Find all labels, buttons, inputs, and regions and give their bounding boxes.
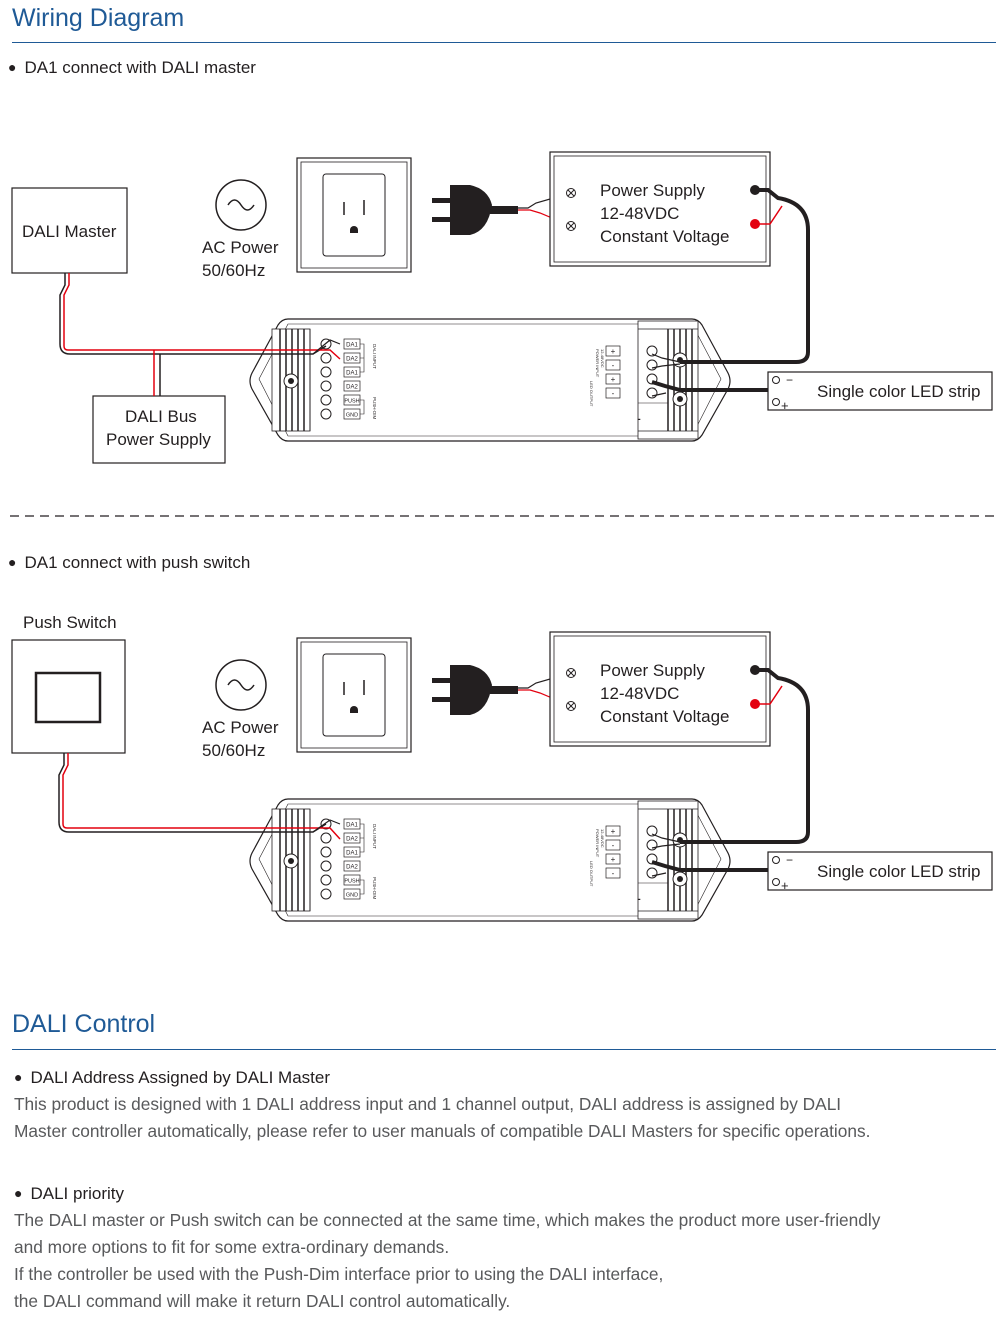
- led-strip-box: [767, 371, 993, 411]
- ac-power-icon: [215, 179, 267, 231]
- push-switch-title: Push Switch: [23, 613, 117, 632]
- svg-text:GND: GND: [346, 413, 358, 419]
- psu-label-line1: Power Supply: [600, 181, 705, 200]
- ac-power-label-line2: 50/60Hz: [202, 741, 265, 760]
- svg-text:GND: GND: [346, 893, 358, 899]
- ac-power-label-line2: 50/60Hz: [202, 261, 265, 280]
- psu-label-line3: Constant Voltage: [600, 707, 729, 726]
- svg-text:-: -: [612, 869, 615, 878]
- svg-text:DA2: DA2: [346, 385, 358, 391]
- section1-diagram: DALI Master AC Power 50/60Hz Power Suppl…: [11, 151, 993, 464]
- svg-text:PUSH: PUSH: [344, 879, 359, 885]
- svg-text:-: -: [612, 389, 615, 398]
- ac-power-label-line1: AC Power: [202, 718, 279, 737]
- psu-label-line3: Constant Voltage: [600, 227, 729, 246]
- svg-text:-: -: [612, 841, 615, 850]
- wiring-diagram-canvas: DALI Master AC Power 50/60Hz Power Suppl…: [10, 151, 996, 922]
- controller-device: DA1 DA2 DA1 DA2 PUSH GND DALI INPUT PUSH…: [249, 318, 731, 442]
- wall-outlet-icon: [296, 637, 412, 753]
- section1-bullet: ●DA1 connect with DALI master: [8, 58, 256, 77]
- dali-address-paragraph: This product is designed with 1 DALI add…: [14, 1094, 871, 1141]
- section2-bullet: ●DA1 connect with push switch: [8, 553, 251, 572]
- ac-power-icon: [215, 659, 267, 711]
- svg-text:12-48VDC: 12-48VDC: [600, 829, 605, 848]
- svg-text:DA2: DA2: [346, 865, 358, 871]
- svg-text:PUSH: PUSH: [344, 399, 359, 405]
- svg-text:-: -: [637, 414, 640, 425]
- svg-text:LED OUTPUT: LED OUTPUT: [589, 861, 594, 887]
- svg-text:LED OUTPUT: LED OUTPUT: [589, 381, 594, 407]
- led-strip-label: Single color LED strip: [817, 862, 980, 881]
- led-strip-label: Single color LED strip: [817, 382, 980, 401]
- dali-bus-psu-line1: DALI Bus: [125, 407, 197, 426]
- led-strip-box: [767, 851, 993, 891]
- svg-text:DA1: DA1: [346, 343, 358, 349]
- psu-label-line1: Power Supply: [600, 661, 705, 680]
- svg-text:DALI INPUT: DALI INPUT: [372, 344, 377, 369]
- dali-address-bullet: ●DALI Address Assigned by DALI Master: [14, 1068, 331, 1087]
- svg-text:+: +: [781, 878, 789, 893]
- svg-text:12-48VDC: 12-48VDC: [600, 349, 605, 368]
- svg-text:DA2: DA2: [346, 837, 358, 843]
- svg-text:DA1: DA1: [346, 371, 358, 377]
- svg-text:+: +: [781, 398, 789, 413]
- dali-control-rule: [12, 1049, 996, 1050]
- power-plug-icon: [432, 185, 518, 235]
- svg-text:DA1: DA1: [346, 823, 358, 829]
- wiring-diagram-title: Wiring Diagram: [12, 4, 185, 32]
- svg-text:+: +: [611, 347, 616, 356]
- svg-text:−: −: [786, 853, 793, 867]
- svg-text:DALI INPUT: DALI INPUT: [372, 824, 377, 849]
- svg-text:POWER INPUT: POWER INPUT: [595, 349, 600, 378]
- dali-master-box: [11, 187, 128, 274]
- wiring-title-rule: [12, 42, 996, 43]
- svg-text:+: +: [611, 855, 616, 864]
- ac-power-label-line1: AC Power: [202, 238, 279, 257]
- svg-text:+: +: [611, 827, 616, 836]
- dali-priority-paragraph: The DALI master or Push switch can be co…: [14, 1210, 881, 1311]
- dali-master-label: DALI Master: [22, 222, 117, 241]
- power-plug-icon: [432, 665, 518, 715]
- svg-text:PUSH-DIM: PUSH-DIM: [372, 397, 377, 420]
- svg-text:-: -: [637, 894, 640, 905]
- svg-text:DA2: DA2: [346, 357, 358, 363]
- svg-text:PUSH-DIM: PUSH-DIM: [372, 877, 377, 900]
- dali-control-title: DALI Control: [12, 1010, 156, 1038]
- psu-label-line2: 12-48VDC: [600, 204, 679, 223]
- push-switch-icon: [34, 671, 102, 724]
- controller-device: DA1 DA2 DA1 DA2 PUSH GND DALI INPUT PUSH…: [249, 798, 731, 922]
- svg-text:POWER INPUT: POWER INPUT: [595, 829, 600, 858]
- svg-text:-: -: [612, 361, 615, 370]
- wall-outlet-icon: [296, 157, 412, 273]
- svg-text:DA1: DA1: [346, 851, 358, 857]
- svg-text:−: −: [786, 373, 793, 387]
- section2-diagram: Push Switch AC Power 50/60Hz Power Suppl…: [11, 613, 993, 922]
- svg-text:+: +: [611, 375, 616, 384]
- psu-label-line2: 12-48VDC: [600, 684, 679, 703]
- dali-priority-bullet: ●DALI priority: [14, 1184, 124, 1203]
- dali-bus-psu-box: [92, 395, 226, 464]
- dali-bus-psu-line2: Power Supply: [106, 430, 211, 449]
